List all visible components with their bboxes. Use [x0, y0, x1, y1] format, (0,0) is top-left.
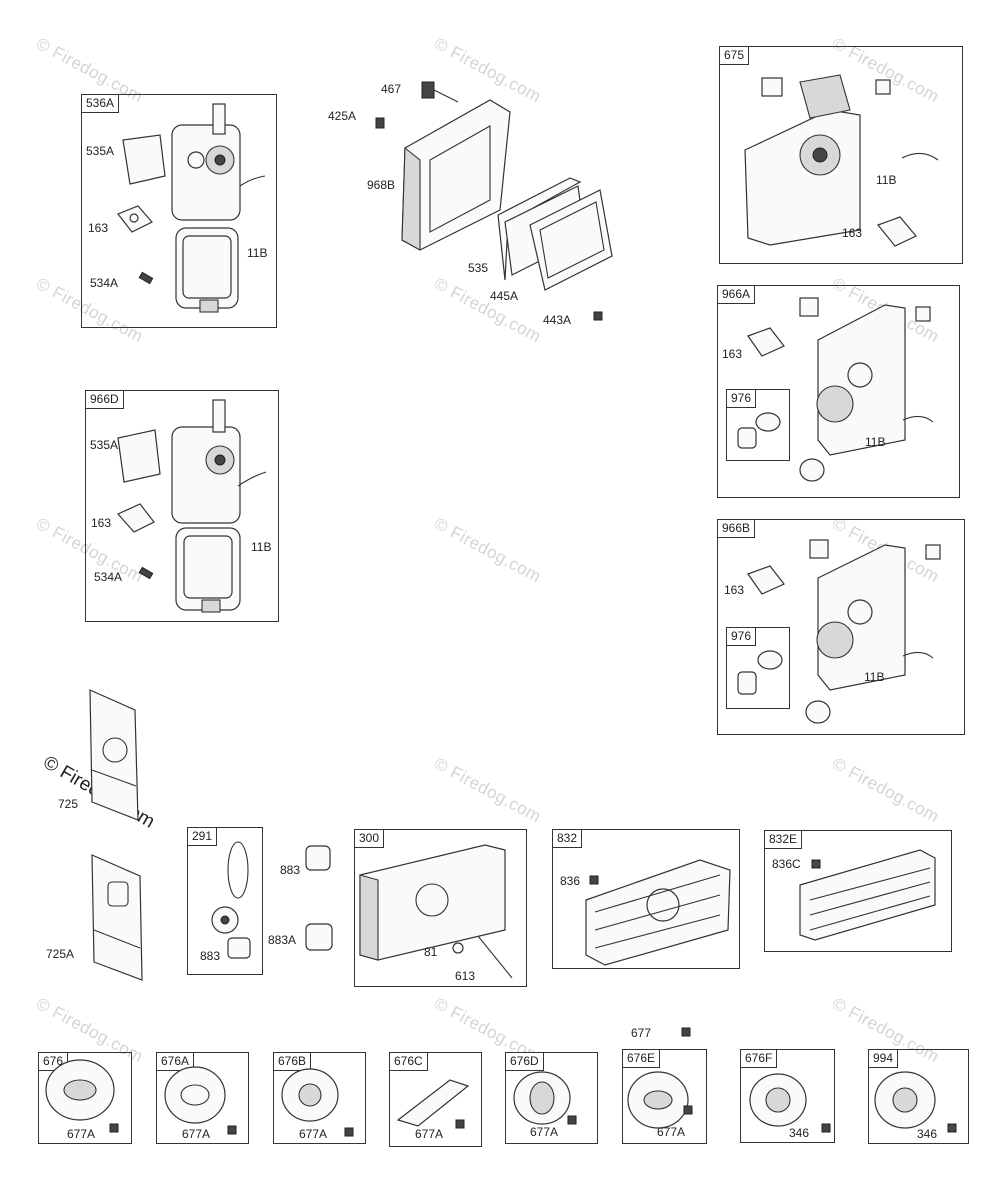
kit-box-676: 676: [38, 1052, 132, 1144]
part-label: 443A: [543, 313, 572, 327]
kit-box-966B: 966B: [717, 519, 965, 735]
part-label: 163: [88, 221, 109, 235]
kit-box-832: 832: [552, 829, 740, 969]
part-label: 163: [91, 516, 112, 530]
kit-tag: 675: [720, 47, 750, 65]
kit-tag: 676E: [623, 1050, 661, 1068]
kit-box-676B: 676B: [273, 1052, 366, 1144]
kit-tag: 832: [553, 830, 583, 848]
part-label: 11B: [865, 435, 886, 449]
part-label: 535: [468, 261, 489, 275]
muffler-300: [359, 844, 513, 979]
kit-box-976-b: 976: [726, 627, 790, 709]
kit-tag: 976: [727, 628, 757, 646]
deflector-676A: [164, 1066, 237, 1135]
kit-tag: 676F: [741, 1050, 778, 1068]
part-label: 11B: [251, 540, 272, 554]
kit-tag: 832E: [765, 831, 803, 849]
kit-box-676C: 676C: [389, 1052, 482, 1147]
deflector-994: [874, 1071, 957, 1133]
part-label: 677A: [415, 1127, 444, 1141]
kit-tag: 300: [355, 830, 385, 848]
kit-tag: 676C: [390, 1053, 428, 1071]
air-cleaner-cover-966D: [117, 399, 267, 613]
part-label: 11B: [247, 246, 268, 260]
muffler-guard-832E: [799, 849, 936, 941]
deflector-676F: [749, 1073, 831, 1133]
part-label: 534A: [90, 276, 119, 290]
gasket-725A: [91, 854, 143, 981]
kit-box-832E: 832E: [764, 830, 952, 952]
part-label: 883: [200, 949, 221, 963]
kit-box-966D: 966D: [85, 390, 279, 622]
part-label: 425A: [328, 109, 357, 123]
kit-tag: 291: [188, 828, 218, 846]
carburetor-kit-675: [744, 74, 939, 247]
part-label: 163: [724, 583, 745, 597]
kit-tag: 976: [727, 390, 757, 408]
kit-box-300: 300: [354, 829, 527, 987]
kit-tag: 966A: [718, 286, 756, 304]
part-label: 725: [58, 797, 79, 811]
muffler-guard-832: [585, 859, 731, 966]
kit-box-536A: 536A: [81, 94, 277, 328]
air-cleaner-cover-536A: [117, 103, 266, 313]
kit-tag: 536A: [82, 95, 120, 113]
part-label: 11B: [864, 670, 885, 684]
kit-box-994: 994: [868, 1049, 969, 1144]
kit-box-291: 291: [187, 827, 263, 975]
kit-tag: 966B: [718, 520, 756, 538]
part-label: 677A: [67, 1127, 96, 1141]
part-label: 445A: [490, 289, 519, 303]
part-label: 968B: [367, 178, 396, 192]
part-label: 11B: [876, 173, 897, 187]
part-label: 677A: [657, 1125, 686, 1139]
part-label: 836: [560, 874, 581, 888]
kit-box-966A: 966A: [717, 285, 960, 498]
part-label: 535A: [90, 438, 119, 452]
part-label: 346: [917, 1127, 938, 1141]
air-cleaner-base-assembly: [375, 81, 613, 321]
part-label: 163: [722, 347, 743, 361]
part-label: 346: [789, 1126, 810, 1140]
part-label: 535A: [86, 144, 115, 158]
kit-box-676E: 676E: [622, 1049, 707, 1144]
part-label: 677: [631, 1026, 652, 1040]
part-label: 534A: [94, 570, 123, 584]
spark-arrestor-kit-291: [211, 841, 251, 959]
part-label: 677A: [299, 1127, 328, 1141]
kit-tag: 966D: [86, 391, 124, 409]
carburetor-kit-966B: [737, 539, 941, 724]
deflector-676B: [281, 1068, 354, 1137]
part-label: 613: [455, 969, 476, 983]
part-label: 836C: [772, 857, 801, 871]
part-label: 467: [381, 82, 402, 96]
kit-box-675: 675: [719, 46, 963, 264]
kit-box-676F: 676F: [740, 1049, 835, 1143]
deflector-676C: [396, 1079, 470, 1129]
deflector-676: [45, 1059, 119, 1133]
kit-box-976-a: 976: [726, 389, 790, 461]
gaskets-883: [305, 845, 333, 951]
kit-tag: 676D: [506, 1053, 544, 1071]
part-label: 677A: [182, 1127, 211, 1141]
part-label: 883A: [268, 933, 297, 947]
kit-tag: 676A: [157, 1053, 195, 1071]
part-label: 81: [424, 945, 438, 959]
kit-tag: 994: [869, 1050, 899, 1068]
kit-box-676A: 676A: [156, 1052, 249, 1144]
part-label: 677A: [530, 1125, 559, 1139]
deflector-676D: [513, 1071, 577, 1125]
part-label: 725A: [46, 947, 75, 961]
kit-tag: 676B: [274, 1053, 312, 1071]
carburetor-kit-966A: [737, 297, 934, 482]
kit-box-676D: 676D: [505, 1052, 598, 1144]
gasket-725: [89, 689, 139, 821]
deflector-676E: [627, 1027, 693, 1129]
part-label: 883: [280, 863, 301, 877]
part-label: 163: [842, 226, 863, 240]
